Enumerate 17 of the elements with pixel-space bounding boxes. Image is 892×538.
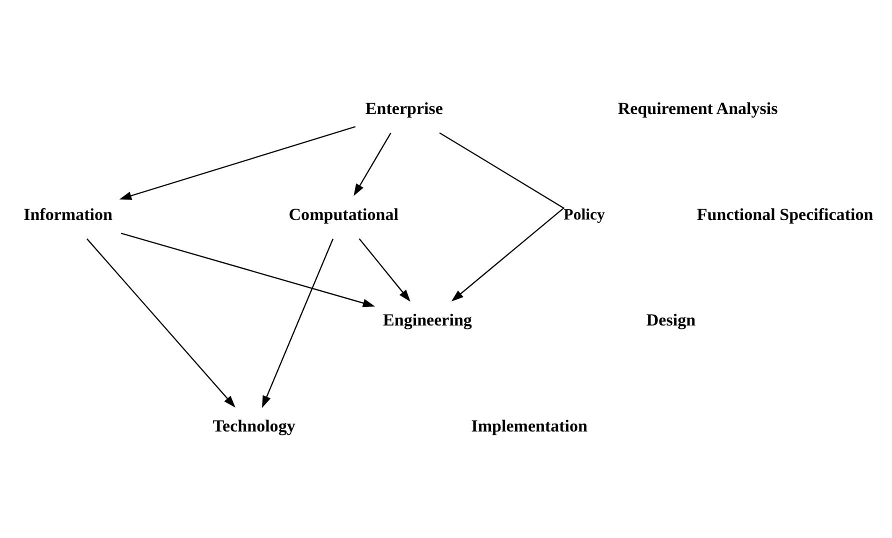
node-text: Enterprise [365,98,443,118]
edge-label: Policy [564,206,605,224]
arrow [120,232,376,307]
arrow [119,126,356,200]
arrow [86,238,236,408]
label: Implementation [471,416,588,436]
node-text: Information [24,204,112,224]
node-text: Computational [288,204,398,224]
arrow [354,132,392,196]
node-text: Technology [212,416,296,436]
arrow [439,132,564,302]
label: Design [646,310,696,330]
node-text: Engineering [383,310,472,330]
label: Functional Specification [696,204,874,224]
arrow [262,238,334,408]
label: Requirement Analysis [618,98,778,118]
arrow [358,238,410,302]
